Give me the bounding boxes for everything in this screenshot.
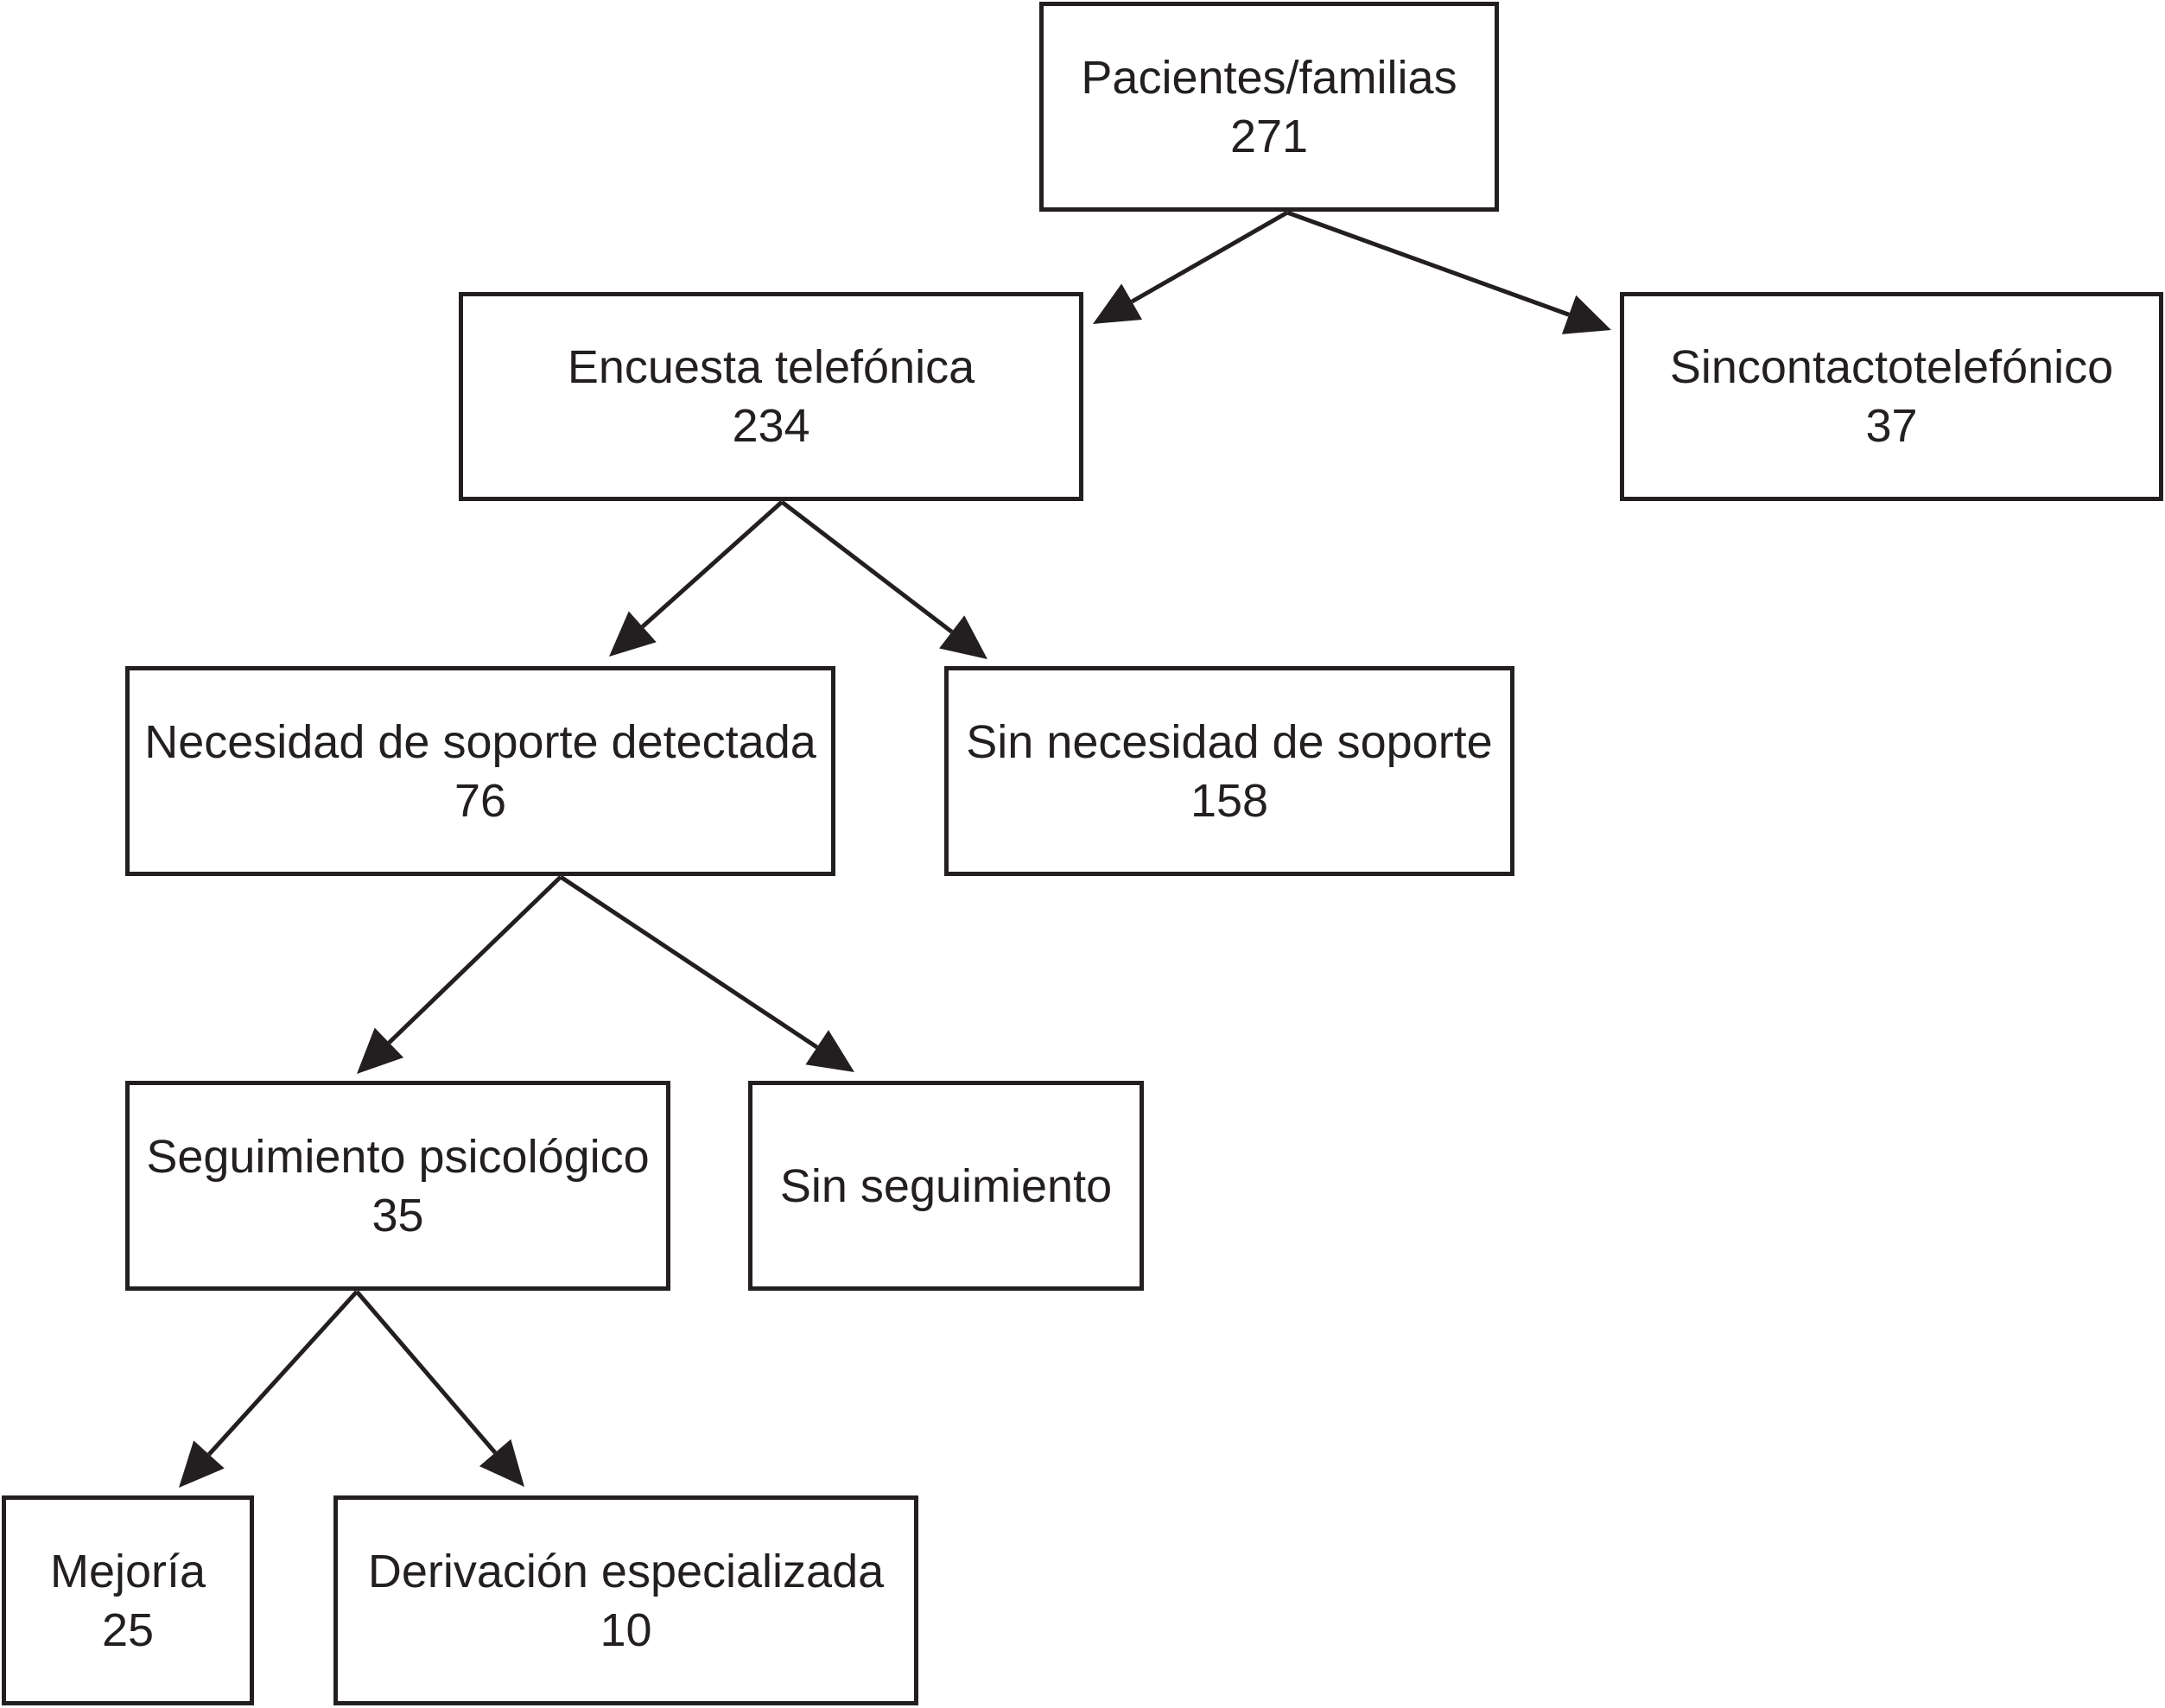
node-label: Seguimiento psicológico <box>146 1130 650 1183</box>
arrow-line <box>559 874 819 1050</box>
node-value: 76 <box>454 774 507 827</box>
arrow-line <box>780 500 954 634</box>
node-encuesta-telefonica: Encuesta telefónica 234 <box>459 292 1083 501</box>
arrow-necesidad-to-seguimiento <box>357 875 562 1074</box>
node-value: 35 <box>371 1189 424 1241</box>
arrow-head <box>805 1030 854 1072</box>
arrow-line <box>641 500 784 629</box>
node-mejoria: Mejoría 25 <box>2 1495 254 1705</box>
node-label: Pacientes/familias <box>1081 51 1457 104</box>
node-sin-contacto-telefonico: Sincontactotelefónico 37 <box>1620 292 2163 501</box>
arrow-line <box>1286 210 1570 317</box>
arrow-line <box>1130 210 1289 304</box>
arrow-line <box>207 1290 359 1457</box>
node-value: 37 <box>1865 400 1918 452</box>
node-necesidad-soporte: Necesidad de soporte detectada 76 <box>125 666 835 876</box>
arrow-line <box>387 875 562 1044</box>
arrow-head <box>357 1027 404 1074</box>
arrow-encuesta-to-sin-necesidad <box>780 500 987 659</box>
node-value: 158 <box>1190 774 1269 827</box>
arrow-pacientes-to-encuesta <box>1093 210 1289 324</box>
node-label: Mejoría <box>49 1545 206 1597</box>
arrow-head <box>179 1440 225 1488</box>
arrow-head <box>1561 295 1611 334</box>
arrow-encuesta-to-necesidad <box>609 500 784 657</box>
arrow-head <box>479 1438 524 1487</box>
node-value: 234 <box>732 400 810 452</box>
node-value: 10 <box>600 1603 652 1656</box>
arrow-seguimiento-to-mejoria <box>179 1290 359 1488</box>
arrow-head <box>939 615 987 659</box>
node-pacientes-familias: Pacientes/familias 271 <box>1039 2 1499 212</box>
arrow-seguimiento-to-derivacion <box>355 1290 524 1487</box>
arrow-head <box>609 611 657 657</box>
node-sin-necesidad-soporte: Sin necesidad de soporte 158 <box>944 666 1514 876</box>
arrow-head <box>1093 283 1143 324</box>
node-value: 271 <box>1229 110 1309 162</box>
arrow-necesidad-to-sin-seguimiento <box>559 874 854 1072</box>
node-label: Derivación especializada <box>367 1545 885 1597</box>
node-value: 25 <box>101 1603 155 1656</box>
node-derivacion-especializada: Derivación especializada 10 <box>333 1495 918 1705</box>
node-sin-seguimiento: Sin seguimiento <box>748 1081 1144 1291</box>
node-label: Encuesta telefónica <box>567 341 975 393</box>
node-label: Sin necesidad de soporte <box>966 715 1493 768</box>
node-seguimiento-psicologico: Seguimiento psicológico 35 <box>125 1081 670 1291</box>
arrow-pacientes-to-sin-contacto <box>1286 210 1611 334</box>
node-label: Necesidad de soporte detectada <box>144 715 816 768</box>
node-label: Sin seguimiento <box>779 1159 1113 1212</box>
node-label: Sincontactotelefónico <box>1669 341 2114 393</box>
arrow-line <box>355 1290 498 1455</box>
